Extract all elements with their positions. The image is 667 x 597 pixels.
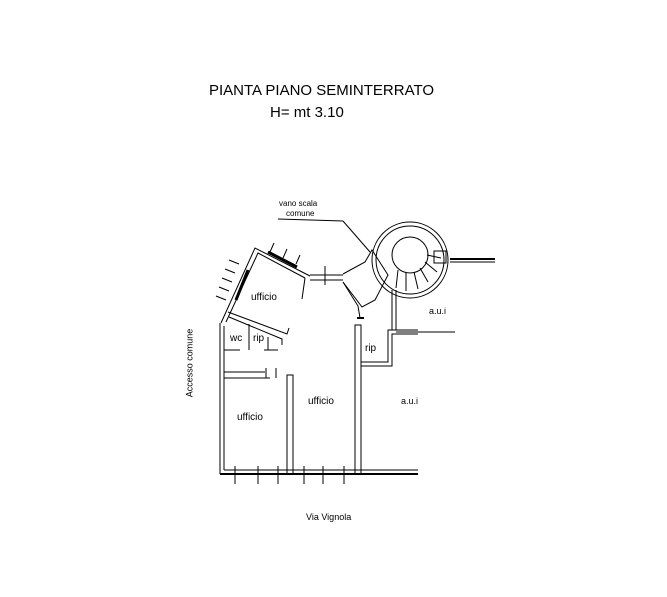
room-office-top: ufficio: [251, 292, 277, 303]
ceiling-height: H= mt 3.10: [270, 104, 344, 121]
window-ticks: [215, 242, 345, 484]
stair-label-2: comune: [286, 209, 315, 218]
stair-label-1: vano scala: [279, 199, 318, 208]
room-office-center: ufficio: [308, 396, 334, 407]
room-wc: wc: [230, 333, 243, 344]
room-rip-right: rip: [365, 343, 377, 354]
access-label: Accesso comune: [184, 328, 195, 398]
spiral-staircase: [371, 221, 449, 299]
plan-title: PIANTA PIANO SEMINTERRATO: [209, 82, 435, 99]
walls: [219, 247, 495, 475]
leader-line: [277, 218, 344, 222]
street-label: Via Vignola: [306, 512, 352, 522]
leader-line: [342, 220, 371, 253]
room-office-bottom-left: ufficio: [237, 412, 263, 423]
room-aui-bottom: a.u.i: [401, 396, 419, 406]
room-rip-left: rip: [253, 333, 265, 344]
room-aui-top: a.u.i: [429, 306, 447, 316]
